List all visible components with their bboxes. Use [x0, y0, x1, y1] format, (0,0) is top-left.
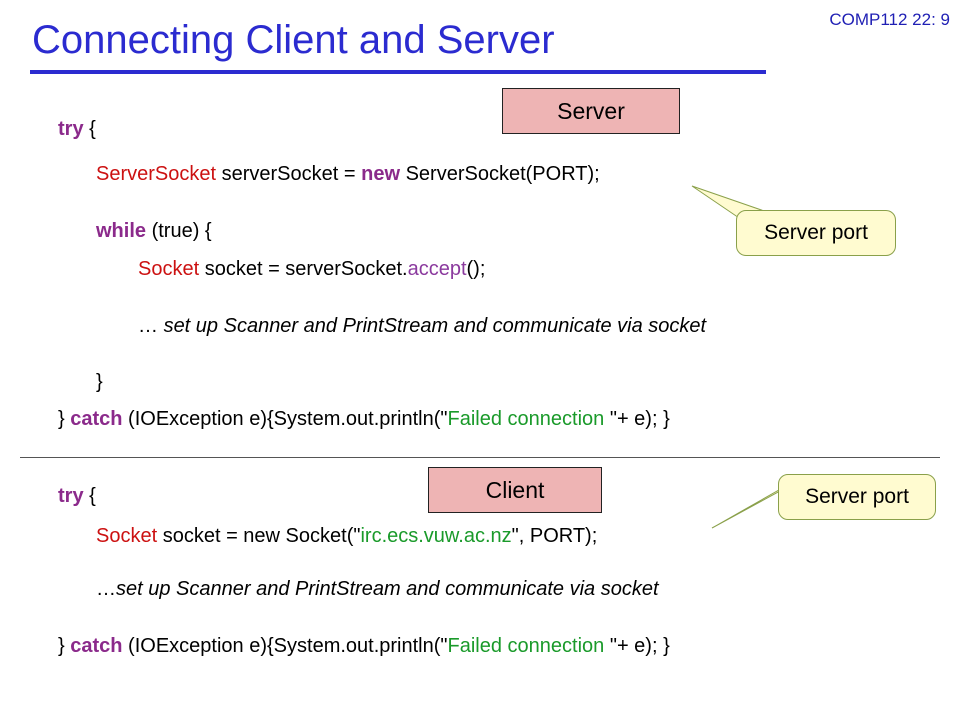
client-code-line-1: try { [58, 483, 96, 509]
code-text: (true) { [146, 220, 212, 242]
server-code-line-2: ServerSocket serverSocket = new ServerSo… [96, 161, 600, 187]
server-code-line-4: Socket socket = serverSocket.accept(); [138, 256, 485, 282]
title-underline [30, 70, 766, 74]
brace: } [96, 371, 103, 393]
code-text: } [58, 408, 71, 430]
type-name: Socket [96, 525, 158, 547]
client-server-port-callout: Server port [778, 474, 936, 520]
server-code-line-3: while (true) { [96, 218, 212, 244]
new-keyword: new [361, 163, 401, 185]
string-literal: Failed connection [447, 408, 610, 430]
code-text: ", PORT); [511, 525, 598, 547]
type-name: ServerSocket [96, 163, 217, 185]
brace: { [83, 485, 96, 507]
server-code-line-7: } catch (IOException e){System.out.print… [58, 406, 670, 432]
code-text: "+ e); } [609, 408, 670, 430]
try-keyword: try [58, 118, 84, 140]
brace: { [83, 118, 96, 140]
method-name: accept [407, 258, 467, 280]
code-text: (IOException e){System.out.println(" [122, 408, 448, 430]
code-text: } [58, 635, 71, 657]
client-code-line-2: Socket socket = new Socket("irc.ecs.vuw.… [96, 523, 597, 549]
try-keyword: try [58, 485, 84, 507]
ellipsis: … [138, 315, 164, 337]
code-text: "+ e); } [609, 635, 670, 657]
ellipsis: … [96, 578, 116, 600]
catch-keyword: catch [70, 408, 123, 430]
server-port-callout: Server port [736, 210, 896, 256]
client-code-line-4: } catch (IOException e){System.out.print… [58, 633, 670, 659]
server-code-line-6: } [96, 369, 103, 395]
while-keyword: while [96, 220, 147, 242]
slide-number: COMP112 22: 9 [829, 10, 950, 29]
server-label-box: Server [502, 88, 680, 134]
code-comment: set up Scanner and PrintStream and commu… [116, 578, 659, 600]
string-literal: Failed connection [447, 635, 610, 657]
code-text: socket = serverSocket. [199, 258, 408, 280]
code-text: ServerSocket(PORT); [400, 163, 600, 185]
type-name: Socket [138, 258, 200, 280]
client-label-box: Client [428, 467, 602, 513]
code-text: (IOException e){System.out.println(" [122, 635, 448, 657]
code-text: (); [466, 258, 486, 280]
code-text: serverSocket = [216, 163, 362, 185]
catch-keyword: catch [70, 635, 123, 657]
server-code-line-1: try { [58, 116, 96, 142]
server-code-line-5: … set up Scanner and PrintStream and com… [138, 313, 706, 339]
slide-title: Connecting Client and Server [32, 18, 555, 62]
client-code-line-3: …set up Scanner and PrintStream and comm… [96, 576, 659, 602]
code-text: socket = new Socket(" [157, 525, 361, 547]
section-divider [20, 457, 940, 458]
string-literal: irc.ecs.vuw.ac.nz [360, 525, 512, 547]
code-comment: set up Scanner and PrintStream and commu… [163, 315, 707, 337]
